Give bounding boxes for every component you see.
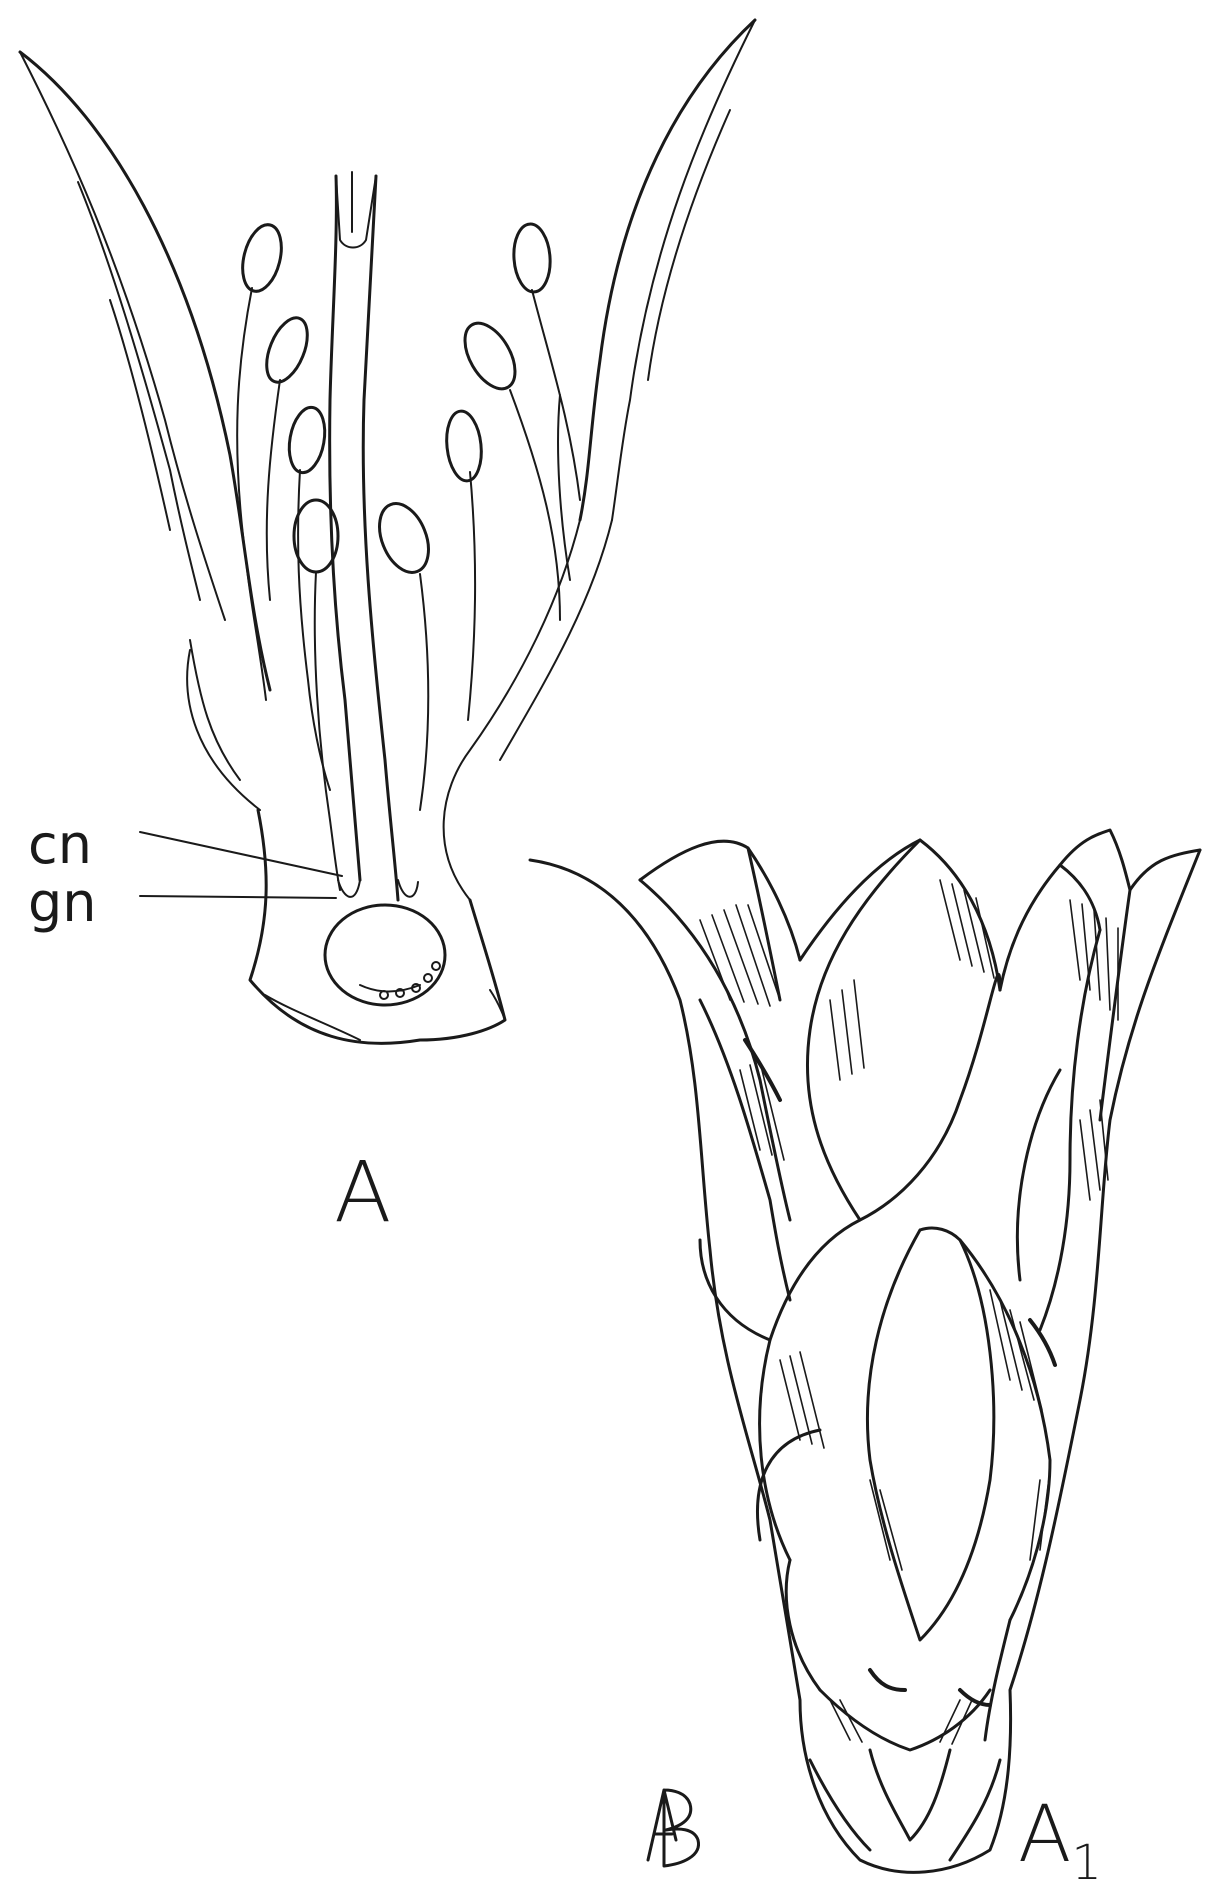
figure-label-a1-letter: A xyxy=(1018,1790,1071,1880)
artist-monogram-icon xyxy=(642,1780,714,1868)
label-cn: cn xyxy=(28,818,92,872)
figure-label-a1-subscript: 1 xyxy=(1071,1835,1102,1888)
hatching xyxy=(700,880,1118,1744)
involucre-outline xyxy=(530,850,1200,1872)
figure-label-a: A xyxy=(334,1150,391,1234)
figure-label-a1: A1 xyxy=(1018,1796,1102,1887)
label-gn: gn xyxy=(28,876,97,930)
